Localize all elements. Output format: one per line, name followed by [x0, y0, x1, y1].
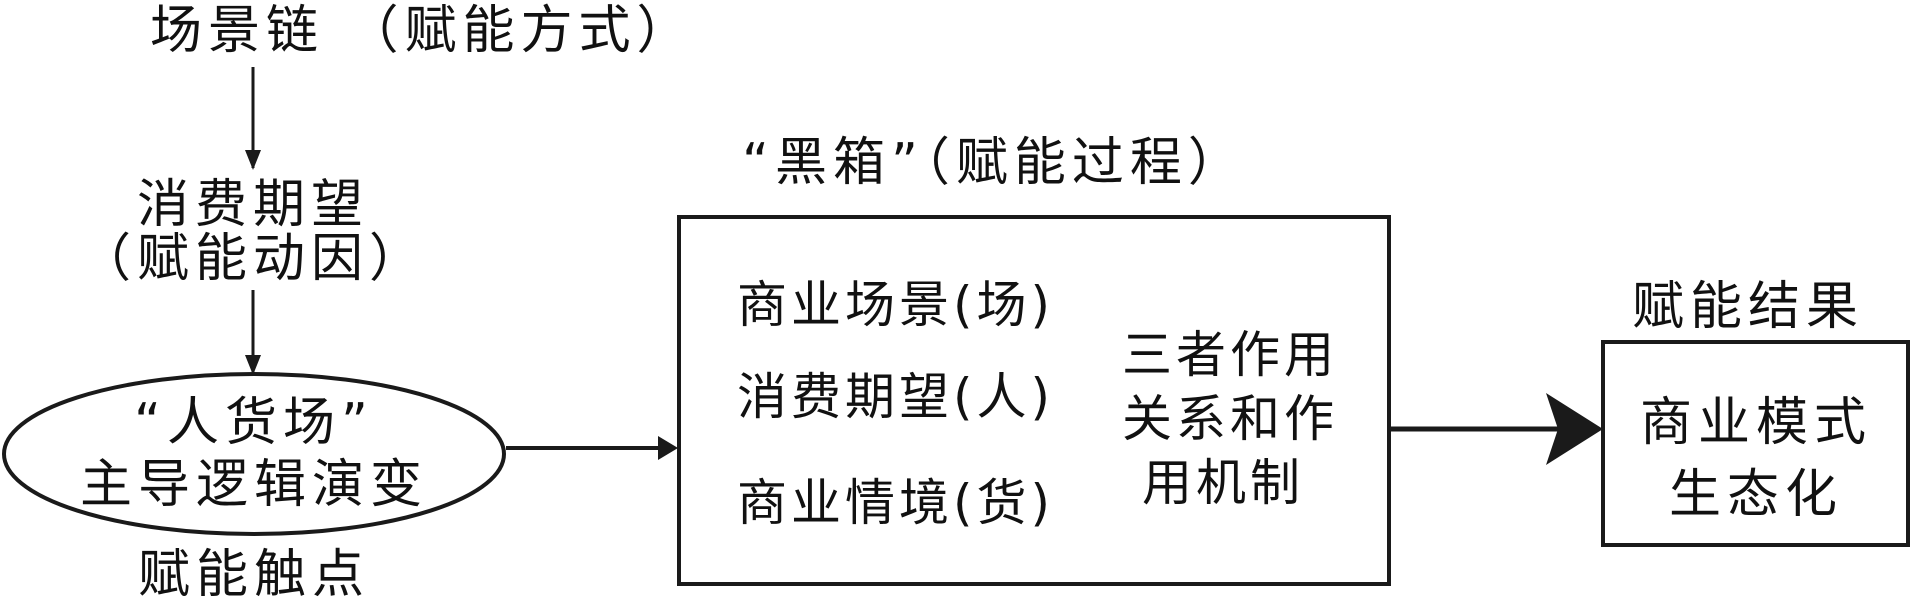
arrowhead-icon — [245, 150, 261, 170]
big-arrowhead-icon — [1546, 393, 1603, 465]
box-item-scene: 商业场景(场) — [737, 276, 1054, 334]
black-box-title: “黑箱”（赋能过程） — [742, 133, 1246, 193]
result-line1: 商业模式 — [1640, 393, 1872, 453]
mechanism-line2: 关系和作 — [1122, 390, 1338, 448]
mechanism-line3: 用机制 — [1142, 454, 1304, 512]
scene-chain-label: 场景链 （赋能方式） — [150, 1, 695, 61]
touchpoint-label: 赋能触点 — [138, 545, 370, 600]
arrowhead-icon — [658, 436, 678, 460]
ellipse-line2: 主导逻辑演变 — [80, 455, 428, 515]
result-line2: 生态化 — [1669, 465, 1843, 525]
box-item-expectation: 消费期望(人) — [737, 368, 1054, 426]
mechanism-line1: 三者作用 — [1122, 326, 1338, 384]
arrowhead-icon — [245, 355, 261, 375]
logic-evolution-ellipse — [2, 372, 506, 536]
result-title: 赋能结果 — [1632, 277, 1864, 337]
box-item-context: 商业情境(货) — [737, 474, 1054, 532]
result-box — [1601, 340, 1910, 547]
consumer-expectation-sub: （赋能动因） — [79, 229, 427, 289]
consumer-expectation-label: 消费期望 — [137, 175, 369, 235]
ellipse-line1: “人货场” — [134, 393, 374, 453]
black-box — [677, 215, 1391, 586]
